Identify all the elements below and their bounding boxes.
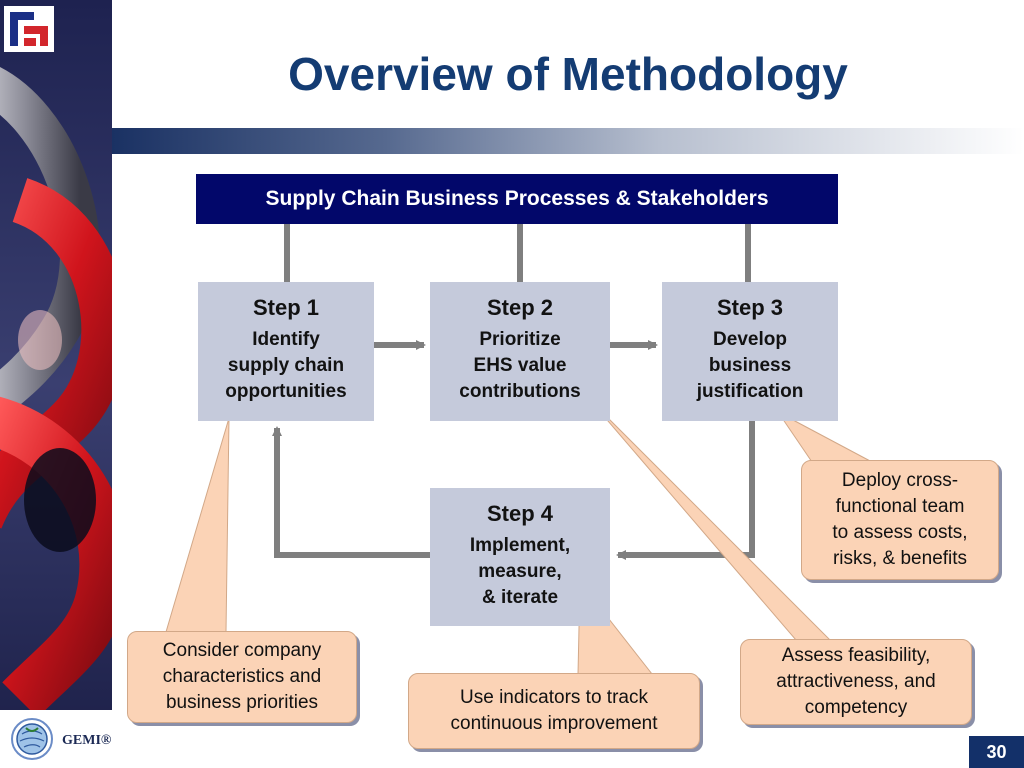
- step-description-line: contributions: [459, 381, 581, 402]
- page-number: 30: [969, 736, 1024, 768]
- callout-line: attractiveness, and: [776, 671, 936, 692]
- callout-assess-feasibility: Assess feasibility, attractiveness, and …: [740, 639, 972, 725]
- step-description-line: Develop: [713, 329, 787, 350]
- gemi-logo-text: GEMI®: [62, 733, 112, 748]
- callout-use-indicators: Use indicators to track continuous impro…: [408, 673, 700, 749]
- callout-line: continuous improvement: [450, 713, 658, 734]
- step-description-line: & iterate: [481, 587, 559, 608]
- step-description-line: justification: [696, 381, 804, 402]
- arrow-step4-to-step1: [272, 426, 430, 558]
- step-box-1: Step 1 Identify supply chain opportuniti…: [198, 282, 374, 421]
- title-gradient-bar: [112, 128, 1024, 154]
- step-box-4: Step 4 Implement, measure, & iterate: [430, 488, 610, 626]
- step-description-line: EHS value: [473, 355, 567, 376]
- step-description-line: business: [708, 355, 792, 376]
- step-title: Step 1: [252, 295, 320, 320]
- callout-line: Use indicators to track: [460, 687, 648, 708]
- gemi-globe-icon: [11, 718, 53, 760]
- header-box: Supply Chain Business Processes & Stakeh…: [196, 174, 838, 224]
- company-logo-icon: [4, 6, 54, 52]
- step-description-line: Identify: [252, 329, 320, 350]
- step-title: Step 3: [716, 295, 784, 320]
- callout-line: risks, & benefits: [832, 548, 968, 569]
- step-description-line: supply chain: [227, 355, 345, 376]
- step-description-line: Prioritize: [479, 329, 561, 350]
- callout-deploy-team: Deploy cross- functional team to assess …: [801, 460, 999, 580]
- callout-line: Consider company: [162, 640, 322, 661]
- decorative-chain-image: [0, 0, 112, 768]
- callout-line: characteristics and: [162, 666, 322, 687]
- callout-line: competency: [804, 697, 908, 718]
- step-description-line: opportunities: [225, 381, 347, 402]
- callout-line: Deploy cross-: [841, 470, 959, 491]
- step-description-line: measure,: [478, 561, 562, 582]
- step-box-2: Step 2 Prioritize EHS value contribution…: [430, 282, 610, 421]
- callout-line: functional team: [835, 496, 965, 517]
- step-box-3: Step 3 Develop business justification: [662, 282, 838, 421]
- callout-pointer-consider: [165, 417, 230, 633]
- callout-line: to assess costs,: [832, 522, 968, 543]
- callout-line: business priorities: [165, 692, 319, 713]
- page-title: Overview of Methodology: [288, 48, 848, 100]
- arrow-step3-to-step4: [616, 421, 755, 560]
- decorative-side-strip: [0, 0, 112, 768]
- step-description-line: Implement,: [469, 535, 571, 556]
- callout-line: Assess feasibility,: [781, 645, 931, 666]
- step-title: Step 2: [486, 295, 554, 320]
- callout-consider-company: Consider company characteristics and bus…: [127, 631, 357, 723]
- step-title: Step 4: [486, 501, 554, 526]
